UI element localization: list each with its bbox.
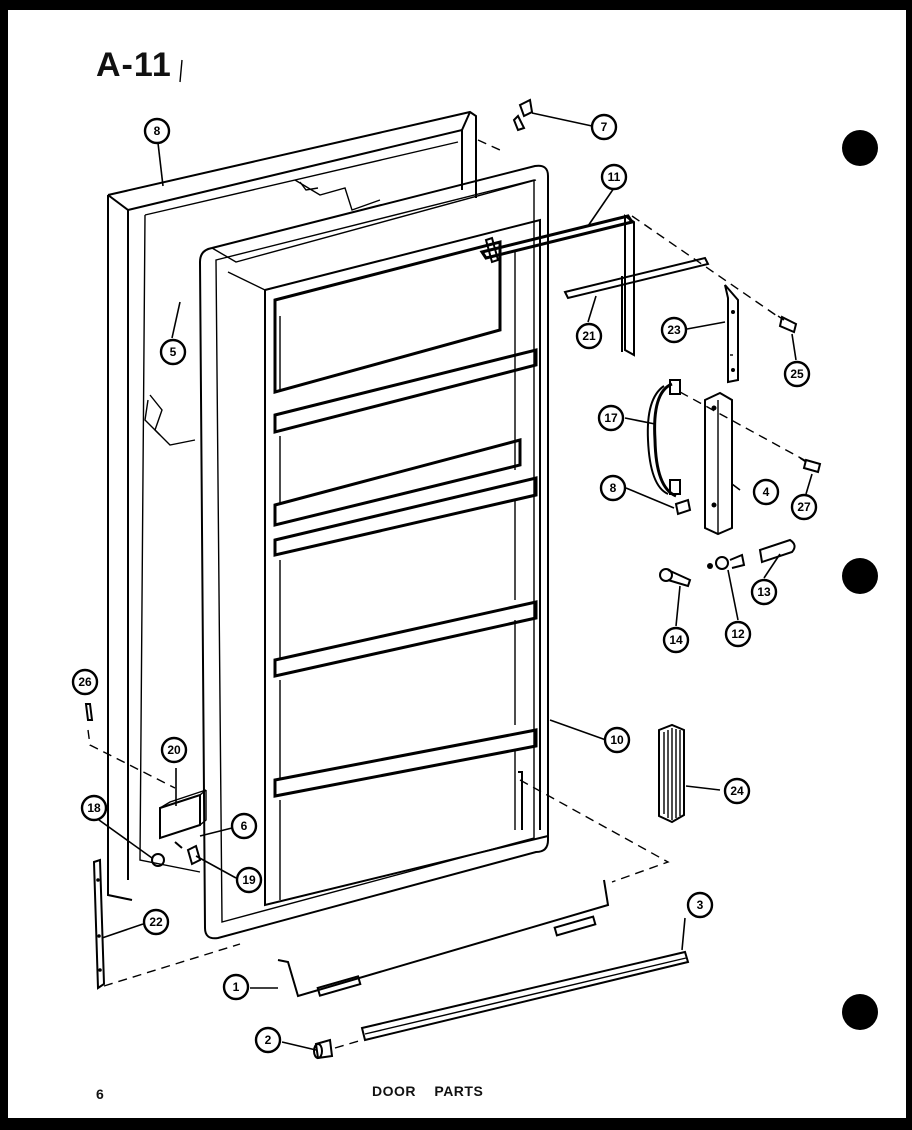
callout-7: 7 [590, 113, 618, 141]
assembly-lines [87, 139, 809, 1049]
binder-hole-top [842, 130, 878, 166]
bottom-rod [277, 879, 610, 998]
svg-text:12: 12 [731, 627, 745, 641]
top-rail-assembly [479, 214, 739, 384]
svg-text:3: 3 [697, 898, 704, 912]
svg-text:13: 13 [757, 585, 771, 599]
gasket-strip [658, 723, 685, 824]
svg-text:21: 21 [582, 329, 596, 343]
callout-4: 4 [752, 478, 780, 506]
hinge-pin-7 [512, 98, 534, 132]
callout-25: 25 [783, 360, 811, 388]
svg-text:23: 23 [667, 323, 681, 337]
svg-text:4: 4 [763, 485, 770, 499]
svg-text:1: 1 [233, 980, 240, 994]
svg-text:20: 20 [167, 743, 181, 757]
svg-text:25: 25 [790, 367, 804, 381]
svg-text:8: 8 [154, 124, 161, 138]
svg-text:17: 17 [604, 411, 618, 425]
binder-hole-bottom [842, 994, 878, 1030]
end-cap [313, 1038, 334, 1060]
svg-text:7: 7 [601, 120, 608, 134]
callout-18: 18 [80, 794, 108, 822]
binder-hole-middle [842, 558, 878, 594]
callout-5: 5 [159, 338, 187, 366]
callout-13: 13 [750, 578, 778, 606]
switch-assembly [84, 703, 207, 867]
screw-27 [799, 457, 822, 474]
door-outer-panel [107, 110, 477, 901]
svg-text:24: 24 [730, 784, 744, 798]
lock-parts [659, 538, 796, 588]
svg-text:19: 19 [242, 873, 256, 887]
svg-text:6: 6 [241, 819, 248, 833]
svg-text:27: 27 [797, 500, 811, 514]
svg-text:8: 8 [610, 481, 617, 495]
callout-8-handle: 8 [599, 474, 627, 502]
svg-text:22: 22 [149, 915, 163, 929]
callout-26: 26 [71, 668, 99, 696]
callout-1: 1 [222, 973, 250, 1001]
callout-27: 27 [790, 493, 818, 521]
door-handle [646, 379, 681, 498]
callout-20: 20 [160, 736, 188, 764]
page-label: A-11 [96, 46, 172, 84]
svg-text:10: 10 [610, 733, 624, 747]
leader-lines [98, 112, 813, 1051]
door-strip-22 [92, 858, 106, 990]
svg-text:26: 26 [78, 675, 92, 689]
handle-mount [704, 391, 733, 536]
callout-21: 21 [575, 322, 603, 350]
callout-24: 24 [723, 777, 751, 805]
callout-10-gasket: 10 [603, 726, 631, 754]
callout-19: 19 [235, 866, 263, 894]
callout-22: 22 [142, 908, 170, 936]
screw-25 [777, 315, 798, 334]
callout-17: 17 [597, 404, 625, 432]
callout-3: 3 [686, 891, 714, 919]
svg-text:5: 5 [170, 345, 177, 359]
callout-liner-top: 8 [143, 117, 171, 145]
bottom-trim [360, 950, 690, 1042]
svg-text:14: 14 [669, 633, 683, 647]
callout-12: 12 [724, 620, 752, 648]
callout-23: 23 [660, 316, 688, 344]
svg-text:18: 18 [87, 801, 101, 815]
svg-text:2: 2 [265, 1033, 272, 1047]
callout-14: 14 [662, 626, 690, 654]
label-tick [179, 59, 183, 83]
svg-text:11: 11 [608, 170, 621, 184]
handle-cap [674, 498, 692, 516]
door-liner [198, 164, 549, 940]
callout-6: 6 [230, 812, 258, 840]
diagram-caption: DOOR PARTS [372, 1083, 484, 1099]
page-number: 6 [96, 1086, 104, 1102]
callout-2: 2 [254, 1026, 282, 1054]
callout-11: 11 [600, 163, 628, 191]
